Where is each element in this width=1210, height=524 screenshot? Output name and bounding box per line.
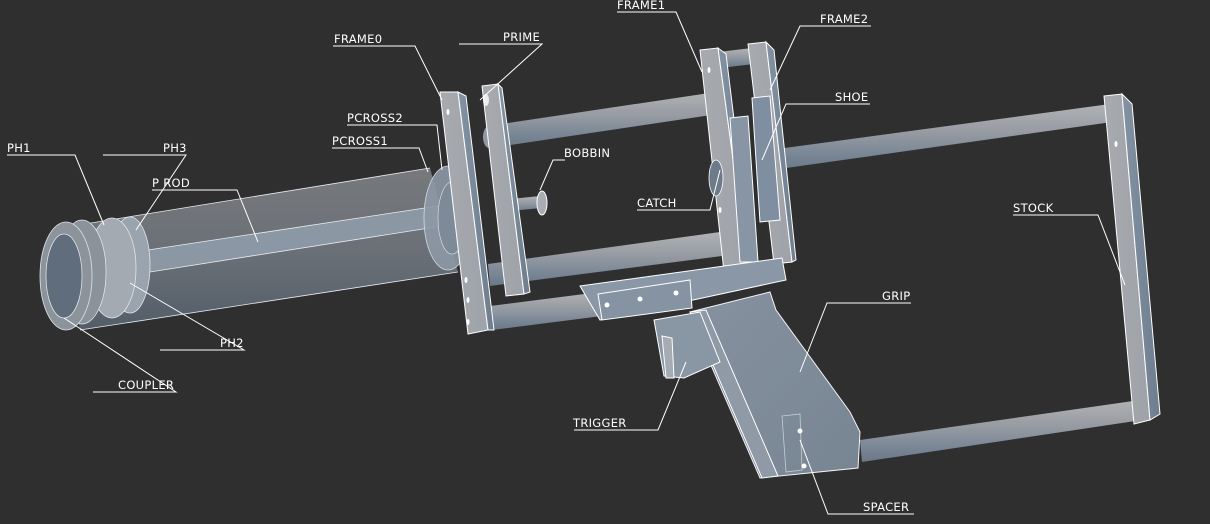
label-trigger: TRIGGER [572, 416, 627, 430]
receiver-grip [579, 257, 861, 479]
label-ph3: PH3 [163, 141, 187, 155]
label-bobbin: BOBBIN [564, 146, 610, 160]
label-shoe: SHOE [835, 90, 868, 104]
spacer [781, 413, 803, 473]
label-frame2: FRAME2 [820, 12, 868, 26]
rods [483, 48, 1142, 462]
label-stock: STOCK [1013, 201, 1054, 215]
stock-plate [1103, 92, 1161, 425]
lower-rod [490, 292, 602, 330]
stock-upper-rod [770, 104, 1112, 170]
frame-plates [699, 40, 797, 273]
label-coupler: COUPLER [118, 378, 174, 392]
grip-body [689, 291, 861, 479]
label-pcross2: PCROSS2 [347, 111, 403, 125]
frame0-plate [439, 91, 495, 335]
leader-lines [7, 11, 1126, 515]
stock-lower-rod [860, 400, 1142, 462]
middle-rod [488, 232, 722, 286]
part-labels: PH1 PH3 P ROD PH2 COUPLER FRAME0 PRIME P… [7, 0, 1054, 514]
tube-assembly [39, 165, 473, 331]
label-spacer: SPACER [863, 500, 909, 514]
bobbin [536, 190, 548, 216]
prime-plate [481, 82, 531, 297]
label-grip: GRIP [882, 289, 910, 303]
label-frame0: FRAME0 [334, 32, 382, 46]
label-prime: PRIME [503, 30, 540, 44]
label-ph2: PH2 [220, 336, 244, 350]
shoe-plate [751, 95, 781, 223]
label-p-rod: P ROD [152, 176, 190, 190]
label-ph1: PH1 [7, 141, 31, 155]
p-rod [148, 206, 442, 272]
label-catch: CATCH [637, 196, 677, 210]
label-frame1: FRAME1 [617, 0, 665, 12]
upper-rod [488, 92, 718, 148]
label-pcross1: PCROSS1 [332, 134, 388, 148]
